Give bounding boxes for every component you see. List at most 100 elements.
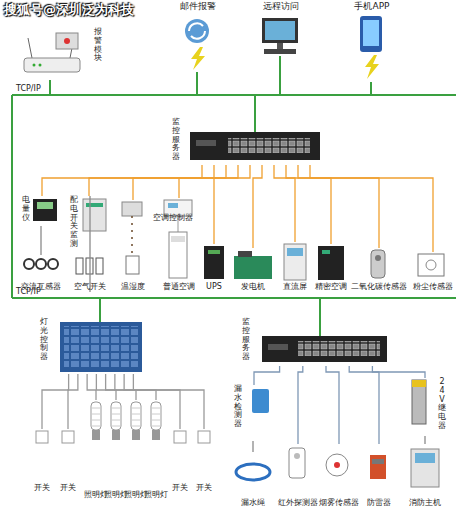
device-icons — [24, 199, 444, 280]
infrared-node: 红外探测器 — [277, 444, 319, 508]
app-node: 手机APP — [343, 2, 401, 82]
node-label: 普通空调 — [163, 283, 195, 292]
node-label: 空气开关 — [74, 283, 106, 292]
smoke-node: 烟雾传感器 — [318, 444, 360, 508]
fire-host-node: 消防主机 — [400, 444, 450, 508]
lighting-icons — [36, 322, 210, 443]
bus-label: TCP/IP — [16, 288, 41, 297]
ac-node: 普通空调 — [158, 198, 200, 292]
node-label: UPS — [206, 283, 222, 292]
connector — [179, 165, 238, 198]
connector — [106, 374, 136, 400]
lamp-icons — [91, 402, 161, 440]
leak-rope-node: 漏水绳 — [230, 452, 276, 508]
node-label: 灯光控制器 — [40, 318, 48, 362]
node-label: 开关 — [196, 484, 212, 493]
lamp-node: 照明灯 — [83, 400, 109, 500]
generator-node: 发电机 — [230, 248, 276, 292]
switch-icon — [190, 132, 387, 362]
node-label: 照明灯 — [144, 491, 168, 500]
switch-node: 开关 — [58, 429, 78, 493]
lamp-node: 照明灯 — [103, 400, 129, 500]
connector — [68, 374, 78, 429]
node-label: 手机APP — [354, 2, 389, 12]
node-label: 防雷器 — [367, 499, 391, 508]
connector — [274, 165, 295, 242]
connector — [115, 374, 156, 400]
node-label: 漏水绳 — [241, 499, 265, 508]
ct-node: 交流互感器 — [18, 255, 64, 292]
node-label: 开关 — [172, 484, 188, 493]
connector — [254, 366, 280, 385]
phone-icon — [360, 16, 382, 79]
connector — [42, 374, 69, 429]
dc-panel-node: 直流屏 — [278, 242, 312, 292]
surge-node: 防雷器 — [360, 444, 398, 508]
precision-ac-node: 精密空调 — [312, 244, 350, 292]
dust-node: 粉尘传感器 — [408, 252, 458, 292]
remote-node: 远程访问 — [252, 2, 310, 56]
co2-node: 二氧化碳传感器 — [350, 248, 408, 292]
connector — [89, 196, 90, 292]
connector — [87, 374, 96, 400]
node-label: 远程访问 — [263, 2, 299, 12]
connector — [326, 366, 339, 444]
node-label: 红外探测器 — [278, 499, 318, 508]
connector — [89, 165, 214, 196]
lamp-node: 照明灯 — [123, 400, 149, 500]
switch-node: 开关 — [32, 429, 52, 493]
connector — [133, 374, 204, 429]
node-label: 消防主机 — [409, 499, 441, 508]
server-node: 监控服务器 — [242, 318, 390, 366]
leak-detector-node: 漏水检测器 — [234, 385, 274, 441]
node-label: 24V继电器 — [438, 378, 446, 431]
connector — [372, 366, 425, 378]
connector — [286, 165, 331, 244]
connector — [42, 165, 202, 196]
breaker-node: 空气开关 — [70, 255, 110, 292]
router-icon — [24, 33, 80, 72]
temp-node: 温湿度 — [114, 200, 152, 292]
device-label: 空调控制器 — [153, 214, 161, 223]
node-label: 温湿度 — [121, 283, 145, 292]
connector — [310, 165, 433, 252]
node-label: 监控服务器 — [242, 318, 250, 362]
router-node: 报警模块 — [22, 28, 102, 80]
light-controller-node: 灯光控制器 — [40, 318, 144, 374]
switch-node: 开关 — [194, 429, 214, 493]
meter-node: 电量仪 — [22, 196, 62, 226]
ups-node: UPS — [200, 244, 228, 292]
node-label: 开关 — [34, 484, 50, 493]
node-label: 精密空调 — [315, 283, 347, 292]
node-label: 监控服务器 — [172, 118, 180, 162]
connector — [124, 374, 180, 429]
connector — [349, 366, 379, 444]
connector — [253, 165, 262, 248]
sensor-icons — [236, 380, 439, 487]
server-node: 监控服务器 — [172, 118, 322, 165]
computer-icon — [262, 18, 298, 54]
node-label: 粉尘传感器 — [413, 283, 453, 292]
email-node: 邮件报警 — [168, 2, 228, 72]
relay-node: 24V继电器 — [404, 378, 446, 436]
connector — [424, 436, 425, 444]
node-label: 漏水检测器 — [234, 385, 242, 429]
node-label: 二氧化碳传感器 — [351, 283, 407, 292]
lamp-node: 照明灯 — [143, 400, 169, 500]
node-label: 报警模块 — [94, 28, 102, 63]
email-icon — [185, 19, 209, 70]
node-label: 发电机 — [241, 283, 265, 292]
node-label: 电量仪 — [22, 196, 30, 222]
breaker-monitor-node: 配电开关监测 — [70, 196, 108, 266]
node-label: 烟雾传感器 — [319, 499, 359, 508]
node-label: 配电开关监测 — [70, 196, 78, 249]
connector — [214, 165, 250, 244]
watermark: 搜狐号@深圳泛为科技 — [4, 3, 134, 17]
tcp-bus — [12, 56, 456, 336]
switch-node: 开关 — [170, 429, 190, 493]
node-label: 开关 — [60, 484, 76, 493]
node-label: 直流屏 — [283, 283, 307, 292]
bus-label: TCP/IP — [16, 85, 41, 94]
